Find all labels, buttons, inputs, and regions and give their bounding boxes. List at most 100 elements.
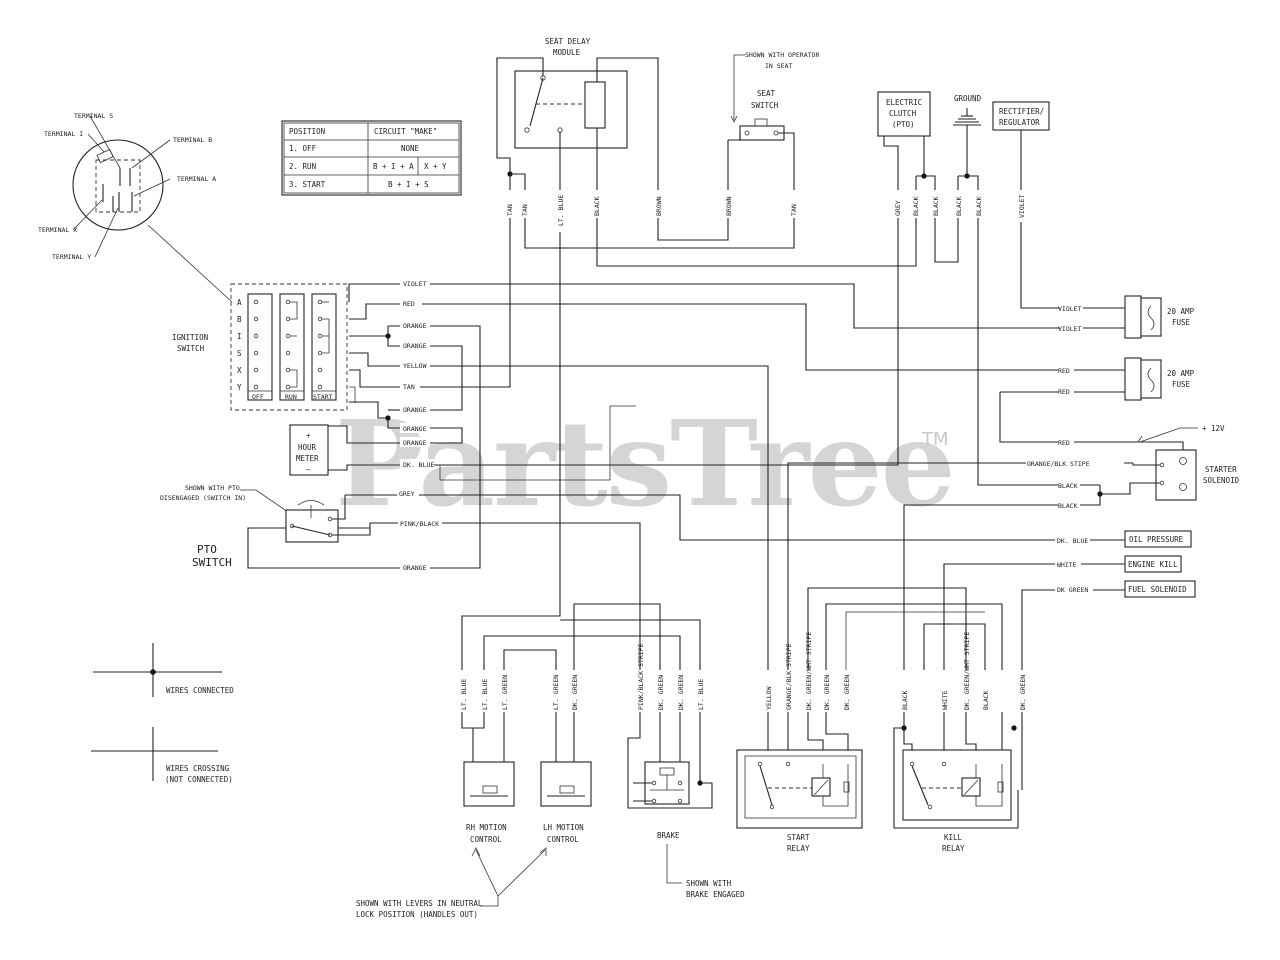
- fuse1-label-2: FUSE: [1172, 318, 1191, 327]
- seat-switch-label-1: SEAT: [757, 89, 776, 98]
- start-relay: START RELAY: [736, 712, 863, 853]
- brake-wire-lt-blue: LT. BLUE: [697, 679, 705, 710]
- rh-motion-label-2: CONTROL: [470, 835, 502, 844]
- top-wire-black-2: BLACK: [912, 196, 920, 216]
- start-wire-dk-green-2: DK. GREEN: [843, 675, 851, 710]
- ignition-letter-b: B: [237, 315, 242, 324]
- table-row-run-circuit2: X + Y: [424, 162, 447, 171]
- shown-operator-note-1: SHOWN WITH OPERATOR: [745, 51, 819, 59]
- lh-motion-label-1: LH MOTION: [543, 823, 584, 832]
- legend-wires-connected: WIRES CONNECTED: [166, 686, 234, 695]
- rh-wire-lt-blue-2: LT. BLUE: [481, 679, 489, 710]
- starter-label-1: STARTER: [1205, 465, 1237, 474]
- pto-note-2: DISENGAGED (SWITCH IN): [160, 494, 246, 502]
- hour-meter-line1: HOUR: [298, 443, 317, 452]
- fuse-red-c: RED: [1058, 439, 1070, 447]
- harness-red: RED: [403, 300, 415, 308]
- engine-wire-dk-blue: DK. BLUE: [1057, 537, 1088, 545]
- clutch-label-3: (PTO): [892, 120, 915, 129]
- terminal-x-label: TERMINAL X: [38, 226, 77, 234]
- hour-meter: + HOUR METER –: [289, 424, 329, 476]
- start-wire-orange-blk: ORANGE/BLK STRIPE: [785, 643, 793, 710]
- starter-solenoid: ORANGE/BLK STIPE BLACK BLACK STARTER SOL…: [787, 449, 1240, 670]
- terminal-b-label: TERMINAL B: [173, 136, 212, 144]
- seat-delay-title-2: MODULE: [553, 48, 581, 57]
- engine-wire-white: WHITE: [1057, 561, 1077, 569]
- fuse-red-a: RED: [1058, 367, 1070, 375]
- top-wire-grey: GREY: [894, 200, 902, 216]
- kill-relay: KILL RELAY: [893, 712, 1023, 853]
- ignition-switch: OFF RUN START A B I S X Y IGNITION SWITC…: [172, 283, 348, 411]
- ground-label: GROUND: [954, 94, 982, 103]
- ignition-switch-label-2: SWITCH: [177, 344, 205, 353]
- top-wire-tan-2: TAN: [521, 204, 529, 216]
- levers-note-2: LOCK POSITION (HANDLES OUT): [356, 910, 478, 919]
- lh-motion-label-2: CONTROL: [547, 835, 579, 844]
- fuse-violet-a: VIOLET: [1058, 305, 1082, 313]
- rh-wire-lt-green: LT. GREEN: [501, 675, 509, 710]
- shown-operator-note-2: IN SEAT: [765, 62, 792, 70]
- table-row-start-circuit: B + I + S: [388, 180, 429, 189]
- harness-wiring: [247, 283, 1083, 670]
- harness-pink-black: PINK/BLACK: [400, 520, 439, 528]
- terminal-a-label: TERMINAL A: [177, 175, 216, 183]
- engine-outputs: DK. BLUE OIL PRESSURE WHITE ENGINE KILL …: [943, 530, 1196, 670]
- rh-motion-label-1: RH MOTION: [466, 823, 507, 832]
- plus-12v-label: + 12V: [1202, 424, 1225, 433]
- harness-yellow: YELLOW: [403, 362, 427, 370]
- ignition-letter-s: S: [237, 349, 242, 358]
- harness-orange-2: ORANGE: [403, 342, 427, 350]
- table-row-off-circuit: NONE: [401, 144, 420, 153]
- fuse2-label-2: FUSE: [1172, 380, 1191, 389]
- start-wire-yellow: YELLOW: [765, 686, 773, 710]
- top-wire-brown-1: BROWN: [655, 196, 663, 216]
- brake-wire-dk-green-2: DK. GREEN: [677, 675, 685, 710]
- table-header-position: POSITION: [289, 127, 325, 136]
- starter-black-a: BLACK: [1058, 482, 1078, 490]
- ignition-pos-start: START: [313, 393, 333, 401]
- top-wire-black-5: BLACK: [975, 196, 983, 216]
- kill-relay-label-2: RELAY: [942, 844, 965, 853]
- starter-label-2: SOLENOID: [1203, 476, 1240, 485]
- harness-grey: GREY: [399, 490, 415, 498]
- top-wire-black: BLACK: [593, 196, 601, 216]
- ignition-truth-table: POSITION CIRCUIT "MAKE" 1. OFF NONE 2. R…: [281, 120, 462, 196]
- rectifier-label-1: RECTIFIER/: [999, 107, 1044, 116]
- ignition-letter-y: Y: [237, 383, 242, 392]
- kill-wire-dk-green: DK. GREEN: [1019, 675, 1027, 710]
- engine-kill-box: ENGINE KILL: [1128, 560, 1178, 569]
- ignition-pos-off: OFF: [252, 393, 264, 401]
- table-header-circuit: CIRCUIT "MAKE": [374, 127, 437, 136]
- seat-delay-module: SEAT DELAY MODULE: [496, 37, 659, 190]
- lh-wire-lt-green: LT. GREEN: [552, 675, 560, 710]
- top-wire-tan-1: TAN: [506, 204, 514, 216]
- table-row-run: 2. RUN: [289, 162, 316, 171]
- lh-motion-control: LH MOTION CONTROL: [540, 712, 592, 844]
- brake-note-1: SHOWN WITH: [686, 879, 732, 888]
- harness-orange-4: ORANGE: [403, 425, 427, 433]
- brake-wire-dk-green-1: DK. GREEN: [657, 675, 665, 710]
- rectifier-label-2: REGULATOR: [999, 118, 1040, 127]
- legend: WIRES CONNECTED WIRES CROSSING (NOT CONN…: [91, 643, 234, 784]
- lh-wire-dk-green: DK. GREEN: [571, 675, 579, 710]
- start-relay-label-2: RELAY: [787, 844, 810, 853]
- brake-label: BRAKE: [657, 831, 680, 840]
- brake-note-2: BRAKE ENGAGED: [686, 890, 745, 899]
- ignition-switch-label-1: IGNITION: [172, 333, 208, 342]
- brake-wire-pink-black: PINK/BLACK STRIPE: [637, 643, 645, 710]
- harness-orange-3: ORANGE: [403, 406, 427, 414]
- harness-tan: TAN: [403, 383, 415, 391]
- ignition-letter-a: A: [237, 298, 242, 307]
- levers-note: SHOWN WITH LEVERS IN NEUTRAL LOCK POSITI…: [356, 847, 547, 919]
- top-wire-labels: TAN TAN LT. BLUE BLACK BROWN BROWN TAN G…: [506, 194, 1026, 226]
- start-relay-label-1: START: [787, 833, 810, 842]
- kill-wire-black-1: BLACK: [901, 690, 909, 710]
- top-wire-black-3: BLACK: [932, 196, 940, 216]
- harness-orange-1: ORANGE: [403, 322, 427, 330]
- fuse-red-b: RED: [1058, 388, 1070, 396]
- top-wire-black-4: BLACK: [955, 196, 963, 216]
- watermark-tm: TM: [921, 429, 949, 450]
- harness-labels: VIOLET RED ORANGE ORANGE YELLOW TAN ORAN…: [397, 278, 442, 572]
- oil-pressure-box: OIL PRESSURE: [1129, 535, 1184, 544]
- pto-switch: SHOWN WITH PTO DISENGAGED (SWITCH IN) PT…: [160, 484, 371, 569]
